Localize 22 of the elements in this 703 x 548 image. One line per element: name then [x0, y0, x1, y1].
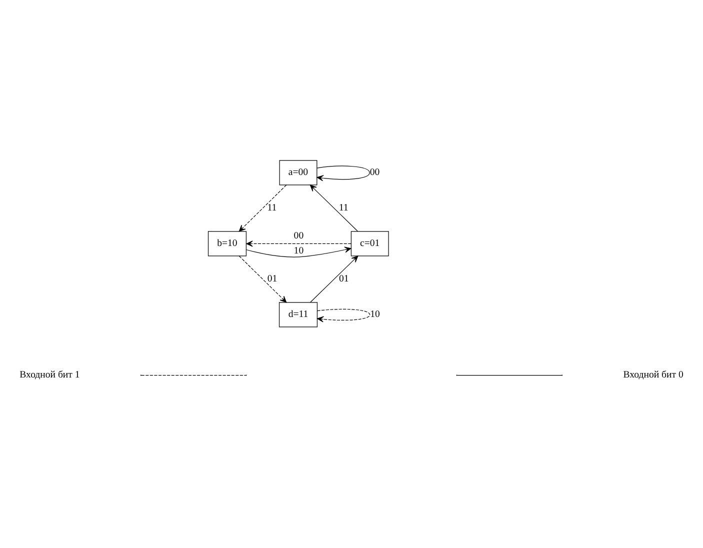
arrow — [310, 184, 358, 232]
edge-label: 11 — [267, 202, 277, 214]
node-box: c=01 — [350, 231, 389, 256]
node-box: b=10 — [208, 231, 247, 256]
node-box: d=11 — [278, 302, 318, 328]
arrow — [238, 256, 287, 303]
node-box: a=00 — [279, 160, 318, 186]
edge-label: 01 — [267, 274, 278, 285]
arrow — [238, 184, 287, 232]
edge-label: 00 — [370, 167, 380, 178]
arrow — [316, 166, 370, 182]
legend-label: Входной бит 1 — [20, 370, 80, 381]
arrow — [246, 240, 352, 247]
edge-label: 01 — [338, 274, 349, 285]
arrow — [310, 256, 358, 303]
legend-label: Входной бит 0 — [623, 370, 684, 381]
arrow — [317, 308, 370, 322]
edge-label: 11 — [338, 202, 348, 214]
edge-label: 00 — [294, 230, 304, 242]
edge-label: 10 — [370, 309, 380, 320]
arrow — [246, 246, 352, 258]
edge-label: 10 — [294, 245, 304, 256]
